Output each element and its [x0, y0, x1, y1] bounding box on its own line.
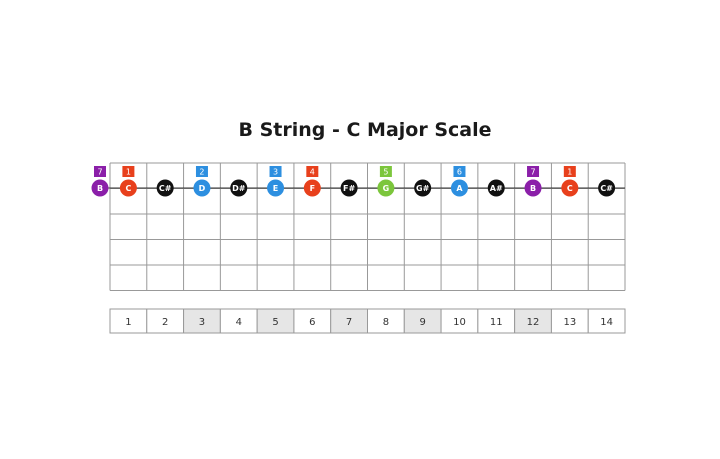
note-label: G# [416, 184, 430, 193]
fret-number: 4 [236, 317, 242, 328]
note-marker [193, 179, 211, 197]
degree-label: 1 [567, 168, 572, 177]
fret-number-cell [256, 308, 295, 334]
note-label: C# [600, 184, 613, 193]
fret-number: 7 [346, 317, 352, 328]
note-label: A# [490, 184, 503, 193]
degree-badge [269, 166, 282, 177]
fret-number-cell [403, 308, 442, 334]
degree-badge [563, 166, 576, 177]
fret-number: 9 [419, 317, 425, 328]
note-label: C [567, 184, 573, 193]
fret-number: 14 [600, 317, 613, 328]
note-label: A [456, 184, 463, 193]
note-label: E [273, 184, 278, 193]
fret-number: 1 [125, 317, 131, 328]
degree-label: 2 [199, 168, 204, 177]
note-marker [450, 179, 468, 197]
note-label: F# [343, 184, 355, 193]
fret-number: 2 [162, 317, 168, 328]
degree-badge [122, 166, 135, 177]
note-label: C [125, 184, 131, 193]
fret-number: 13 [563, 317, 576, 328]
degree-label: 7 [530, 168, 535, 177]
degree-badge [379, 166, 392, 177]
degree-badge [527, 166, 540, 177]
fret-number: 12 [527, 317, 540, 328]
degree-label: 5 [383, 168, 388, 177]
degree-badge [94, 166, 106, 177]
note-marker [340, 179, 358, 197]
degree-badge [453, 166, 466, 177]
open-note-marker [91, 179, 109, 197]
degree-badge [306, 166, 319, 177]
fret-number: 11 [490, 317, 503, 328]
note-marker [267, 179, 285, 197]
fret-number-cell [440, 308, 479, 334]
degree-label: 4 [310, 168, 315, 177]
fret-number-cell [293, 308, 332, 334]
fret-number: 6 [309, 317, 315, 328]
fret-number: 10 [453, 317, 466, 328]
fret-number-cell [477, 308, 516, 334]
note-marker [524, 179, 542, 197]
note-label: D [199, 184, 206, 193]
fret-number-cell [109, 308, 148, 334]
fret-number-cell [219, 308, 258, 334]
note-marker [414, 179, 432, 197]
fret-number-cell [330, 308, 369, 334]
note-label: B [97, 184, 103, 193]
fret-number: 5 [272, 317, 278, 328]
degree-badge [195, 166, 208, 177]
fret-number: 3 [199, 317, 205, 328]
note-marker [598, 179, 616, 197]
note-label: B [530, 184, 536, 193]
fret-number: 8 [383, 317, 389, 328]
note-markers: 7B 1C C# 2D D# 3E 4F F# 5G G# 6A A# 7B 1C C# [91, 166, 616, 197]
note-marker [119, 179, 137, 197]
note-marker [156, 179, 174, 197]
note-marker [487, 179, 505, 197]
note-label: D# [232, 184, 246, 193]
note-marker [561, 179, 579, 197]
degree-label: 1 [126, 168, 131, 177]
fretboard-grid [100, 162, 626, 291]
note-label: C# [159, 184, 172, 193]
fret-number-cell [146, 308, 185, 334]
diagram-title: B String - C Major Scale [238, 119, 492, 141]
note-label: G [383, 184, 390, 193]
note-marker [303, 179, 321, 197]
note-marker [230, 179, 248, 197]
degree-label: 3 [273, 168, 278, 177]
fret-number-cell [183, 308, 221, 334]
fret-number-cell [514, 308, 552, 334]
degree-label: 7 [97, 168, 102, 177]
fret-number-cell [587, 308, 626, 334]
note-marker [377, 179, 395, 197]
note-label: F [310, 184, 315, 193]
degree-label: 6 [457, 168, 462, 177]
